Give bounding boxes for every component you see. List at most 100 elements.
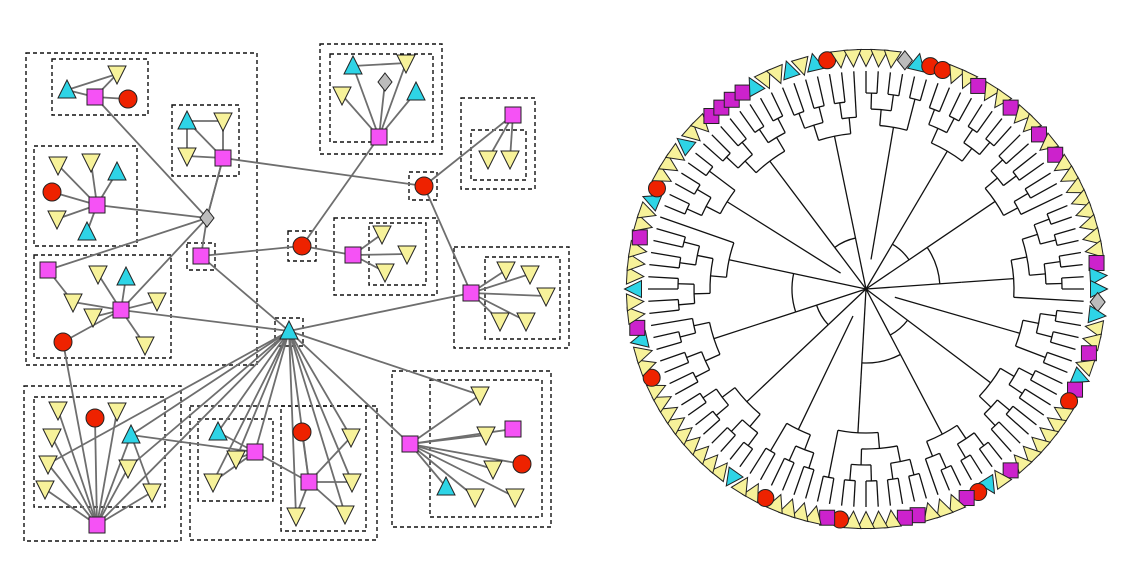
square-node (214, 149, 232, 167)
tree-arc (985, 138, 995, 147)
triangle-down-node (961, 68, 979, 90)
network-edge (120, 309, 290, 332)
network-edge (254, 451, 310, 483)
circle-node (292, 236, 312, 256)
network-edge (288, 330, 411, 445)
triangle-down-node (335, 505, 355, 526)
triangle-down-node (1059, 164, 1081, 182)
tree-branch (649, 309, 680, 315)
triangle-down-node (1031, 436, 1052, 456)
tree-branch (797, 315, 854, 430)
tree-arc (892, 243, 910, 261)
tree-branch (827, 288, 867, 326)
tree-arc (722, 152, 731, 162)
tree-arc (693, 184, 701, 195)
tree-branch (848, 117, 852, 134)
tree-arc (960, 454, 971, 462)
tree-branch (702, 388, 717, 399)
network-edge (470, 273, 531, 294)
triangle-down-node (803, 504, 822, 526)
triangle-down-node (397, 245, 417, 266)
tree-branch (886, 479, 892, 506)
tree-branch (664, 204, 686, 215)
network-edge (94, 417, 98, 526)
network-edge (200, 255, 290, 332)
tree-branch (940, 469, 951, 491)
tree-branch (894, 296, 1020, 334)
triangle-up-node (406, 80, 426, 101)
tree-branch (928, 109, 936, 125)
tree-branch (686, 351, 702, 359)
tree-branch (660, 216, 735, 244)
network-edge (47, 463, 98, 526)
network-edge (378, 81, 386, 138)
triangle-down-node (520, 265, 540, 286)
triangle-down-node (625, 266, 645, 285)
triangle-down-node (626, 252, 647, 272)
square-node (896, 509, 913, 526)
tree-branch (963, 128, 974, 144)
network-edge (352, 62, 407, 67)
triangle-down-node (1081, 226, 1103, 245)
triangle-down-node (936, 497, 955, 519)
circle-node (118, 89, 138, 109)
square-node (958, 490, 975, 507)
network-edge (235, 330, 290, 460)
tree-branch (833, 136, 852, 217)
network-edge (301, 136, 380, 247)
tree-branch (818, 106, 824, 123)
network-edge (206, 157, 224, 219)
triangle-down-node (949, 63, 967, 85)
tree-arc (712, 410, 721, 421)
cluster-box (287, 230, 317, 262)
triangle-up-node (623, 279, 642, 299)
tree-arc (701, 197, 712, 216)
triangle-down-node (470, 386, 490, 407)
tree-branch (793, 83, 805, 112)
triangle-up-node (177, 109, 197, 130)
tree-arc (1018, 388, 1026, 399)
tree-branch (681, 392, 701, 406)
network-edge (51, 436, 98, 526)
tree-branch (897, 478, 904, 505)
tree-branch (1030, 182, 1058, 199)
tree-branch (985, 118, 1003, 140)
network-edge (96, 491, 153, 526)
square-node (631, 229, 648, 246)
triangle-down-node (883, 49, 903, 70)
tree-branch (746, 324, 829, 403)
tree-arc (909, 97, 921, 102)
tree-branch (928, 83, 939, 108)
triangle-down-node (680, 436, 701, 456)
tree-arc (726, 427, 736, 436)
triangle-down-node (983, 80, 1002, 102)
tree-branch (788, 445, 797, 461)
tree-arc (715, 388, 729, 406)
diamond-node (896, 49, 913, 71)
tree-branch (749, 413, 761, 427)
triangle-down-node (118, 459, 138, 480)
tree-branch (1043, 361, 1068, 374)
triangle-down-node (226, 450, 246, 471)
tree-branch (1050, 341, 1076, 350)
tree-branch (926, 441, 934, 457)
tree-branch (805, 79, 815, 109)
cluster-box (391, 370, 552, 528)
tree-branch (908, 76, 916, 99)
tree-arc (1012, 171, 1020, 181)
tree-branch (998, 134, 1021, 157)
square-node (88, 516, 106, 534)
tree-arc (871, 108, 892, 112)
triangle-down-node (142, 483, 162, 504)
network-edge (288, 330, 346, 515)
tree-branch (805, 469, 815, 499)
tree-branch (777, 118, 786, 133)
square-node (819, 509, 836, 526)
network-edge (217, 330, 290, 433)
cluster-box (171, 104, 240, 177)
tree-branch (703, 143, 724, 162)
square-node (112, 301, 130, 319)
tree-branch (853, 480, 856, 507)
tree-branch (1012, 405, 1037, 426)
